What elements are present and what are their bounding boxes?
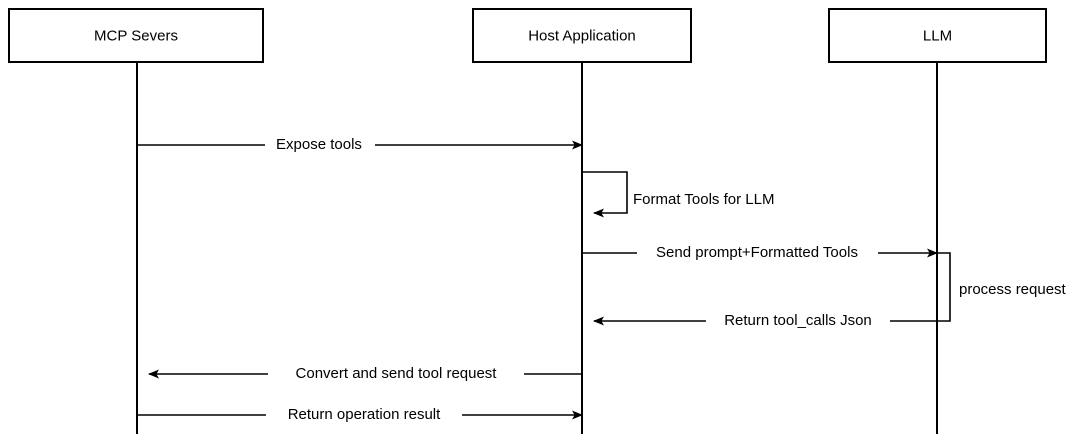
message-label-send-prompt-formatted-tools: Send prompt+Formatted Tools [656, 244, 858, 261]
participant-label-host: Host Application [528, 27, 636, 44]
activation-bracket-process-request [937, 252, 951, 322]
message-label-return-tool-calls-json: Return tool_calls Json [724, 312, 872, 329]
message-self-loop-format-tools [582, 171, 628, 218]
message-label-format-tools-for-llm: Format Tools for LLM [633, 191, 774, 208]
participant-box-host [472, 8, 692, 63]
participant-box-llm [828, 8, 1047, 63]
message-label-convert-and-send-tool-request: Convert and send tool request [296, 365, 498, 382]
message-label-expose-tools: Expose tools [276, 136, 362, 153]
participant-label-llm: LLM [923, 27, 952, 44]
participant-box-mcp [8, 8, 264, 63]
note-label-process-request: process request [959, 281, 1067, 298]
message-label-return-operation-result: Return operation result [288, 406, 441, 423]
participant-label-mcp: MCP Severs [94, 27, 178, 44]
